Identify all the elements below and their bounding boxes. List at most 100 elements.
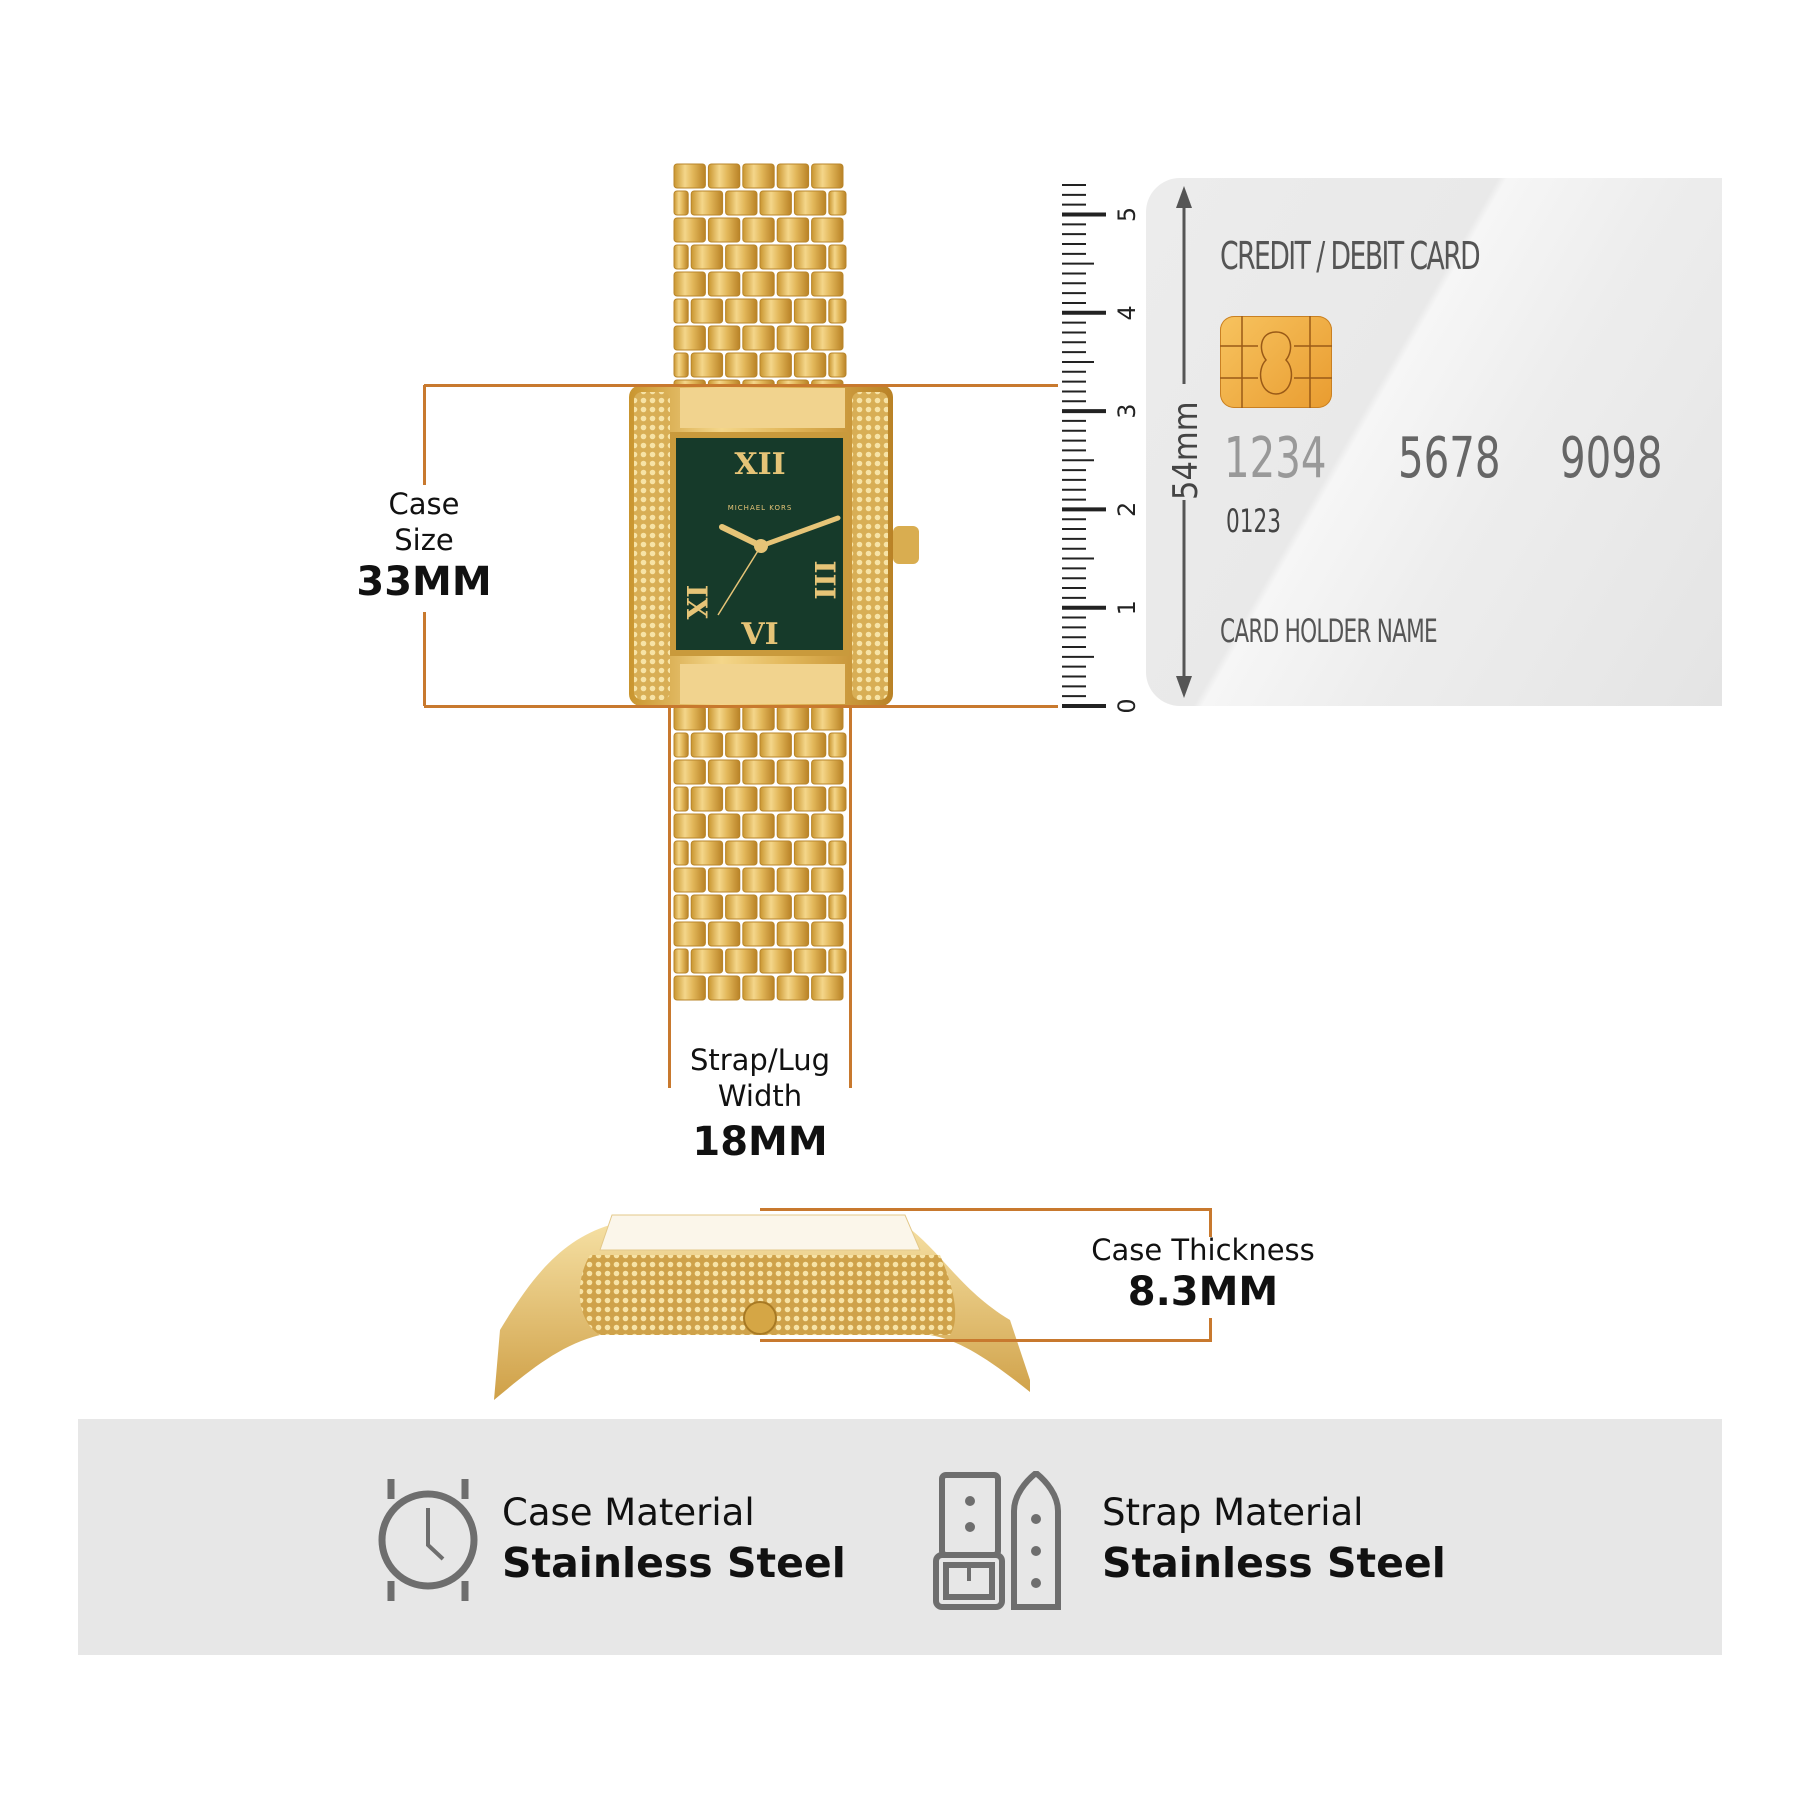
strap-link xyxy=(690,244,724,270)
numeral-ix: IX xyxy=(680,585,713,620)
strap-link xyxy=(776,325,810,351)
strap-width-left-line xyxy=(668,706,671,1088)
strap-link xyxy=(759,786,792,812)
strap-link xyxy=(759,840,792,866)
strap-link xyxy=(725,190,758,216)
strap-link xyxy=(742,325,775,351)
strap-link xyxy=(673,786,689,812)
crown xyxy=(893,526,919,564)
strap-link xyxy=(742,271,775,297)
strap-link xyxy=(707,271,741,297)
strap-link xyxy=(776,813,810,839)
strap-link xyxy=(811,217,844,243)
strap-link xyxy=(690,732,724,758)
strap-link xyxy=(742,867,775,893)
strap-link xyxy=(759,894,792,920)
strap-link xyxy=(828,894,847,920)
strap-link xyxy=(776,217,810,243)
strap-link xyxy=(759,732,792,758)
strap-link xyxy=(828,352,847,378)
strap-width-label-line1: Strap/Lug xyxy=(689,1043,831,1077)
strap-link xyxy=(673,894,689,920)
strap-link xyxy=(673,217,706,243)
strap-link xyxy=(673,759,706,785)
strap-link xyxy=(742,705,775,731)
numeral-xii: XII xyxy=(734,447,785,482)
strap-link xyxy=(673,244,689,270)
strap-link xyxy=(828,786,847,812)
strap-link xyxy=(690,190,724,216)
strap-icon xyxy=(933,1471,1061,1610)
strap-link xyxy=(673,163,706,189)
card-small-number: 0123 xyxy=(1226,502,1281,540)
strap-link xyxy=(707,163,741,189)
strap-link xyxy=(759,352,792,378)
thickness-vertical-line-lower xyxy=(1209,1318,1212,1342)
strap-link xyxy=(707,217,741,243)
strap-link xyxy=(725,840,758,866)
strap-link xyxy=(707,813,741,839)
strap-link xyxy=(673,352,689,378)
strap-link xyxy=(673,840,689,866)
strap-link xyxy=(811,867,844,893)
materials-band: Case Material Stainless Steel Strap Mate… xyxy=(78,1419,1722,1655)
strap-link xyxy=(725,894,758,920)
strap-link xyxy=(776,163,810,189)
case-material-label: Case Material xyxy=(502,1491,755,1534)
case-size-vertical-line xyxy=(423,385,426,485)
strap-link xyxy=(690,894,724,920)
strap-link xyxy=(707,759,741,785)
brand-logo: MICHAEL KORS xyxy=(728,504,793,512)
numeral-iii: III xyxy=(808,560,841,599)
watch-icon xyxy=(378,1479,478,1601)
case-size-top-line xyxy=(424,384,1058,387)
thickness-top-line xyxy=(760,1208,1212,1211)
numeral-vi: VI xyxy=(740,617,778,652)
strap-link xyxy=(811,759,844,785)
strap-link xyxy=(725,244,758,270)
ruler-label: 3 xyxy=(1113,403,1141,418)
strap-link xyxy=(828,190,847,216)
thickness-vertical-line xyxy=(1209,1208,1212,1237)
case-size-value: 33MM xyxy=(356,559,492,605)
strap-link xyxy=(707,921,741,947)
card-height-label: 54mm xyxy=(1166,401,1206,500)
strap-link xyxy=(776,975,810,1001)
strap-link xyxy=(725,732,758,758)
ruler-label: 1 xyxy=(1113,600,1141,615)
strap-link xyxy=(673,813,706,839)
card-holder-name: CARD HOLDER NAME xyxy=(1220,612,1438,650)
ruler-label: 0 xyxy=(1113,698,1141,713)
strap-link xyxy=(725,786,758,812)
strap-link xyxy=(742,921,775,947)
strap-link xyxy=(811,921,844,947)
strap-link xyxy=(673,867,706,893)
strap-link xyxy=(793,298,827,324)
strap-link xyxy=(793,948,827,974)
strap-link xyxy=(776,759,810,785)
strap-link xyxy=(690,786,724,812)
strap-link xyxy=(725,298,758,324)
strap-link xyxy=(793,840,827,866)
case-size-bottom-line xyxy=(424,705,1058,708)
strap-link xyxy=(811,813,844,839)
strap-link xyxy=(793,244,827,270)
strap-link xyxy=(793,786,827,812)
strap-link xyxy=(759,190,792,216)
strap-material-value: Stainless Steel xyxy=(1102,1539,1446,1587)
strap-link xyxy=(690,948,724,974)
strap-link xyxy=(742,163,775,189)
card-height-arrow xyxy=(1176,186,1192,698)
strap-link xyxy=(776,705,810,731)
strap-link xyxy=(707,867,741,893)
strap-link xyxy=(811,271,844,297)
strap-link xyxy=(776,921,810,947)
strap-width-label: Strap/Lug Width 18MM xyxy=(640,1042,880,1166)
strap-link xyxy=(690,840,724,866)
watch-side-image xyxy=(494,1214,1030,1400)
strap-link xyxy=(725,948,758,974)
strap-link xyxy=(776,867,810,893)
strap-link xyxy=(793,732,827,758)
strap-link xyxy=(707,975,741,1001)
